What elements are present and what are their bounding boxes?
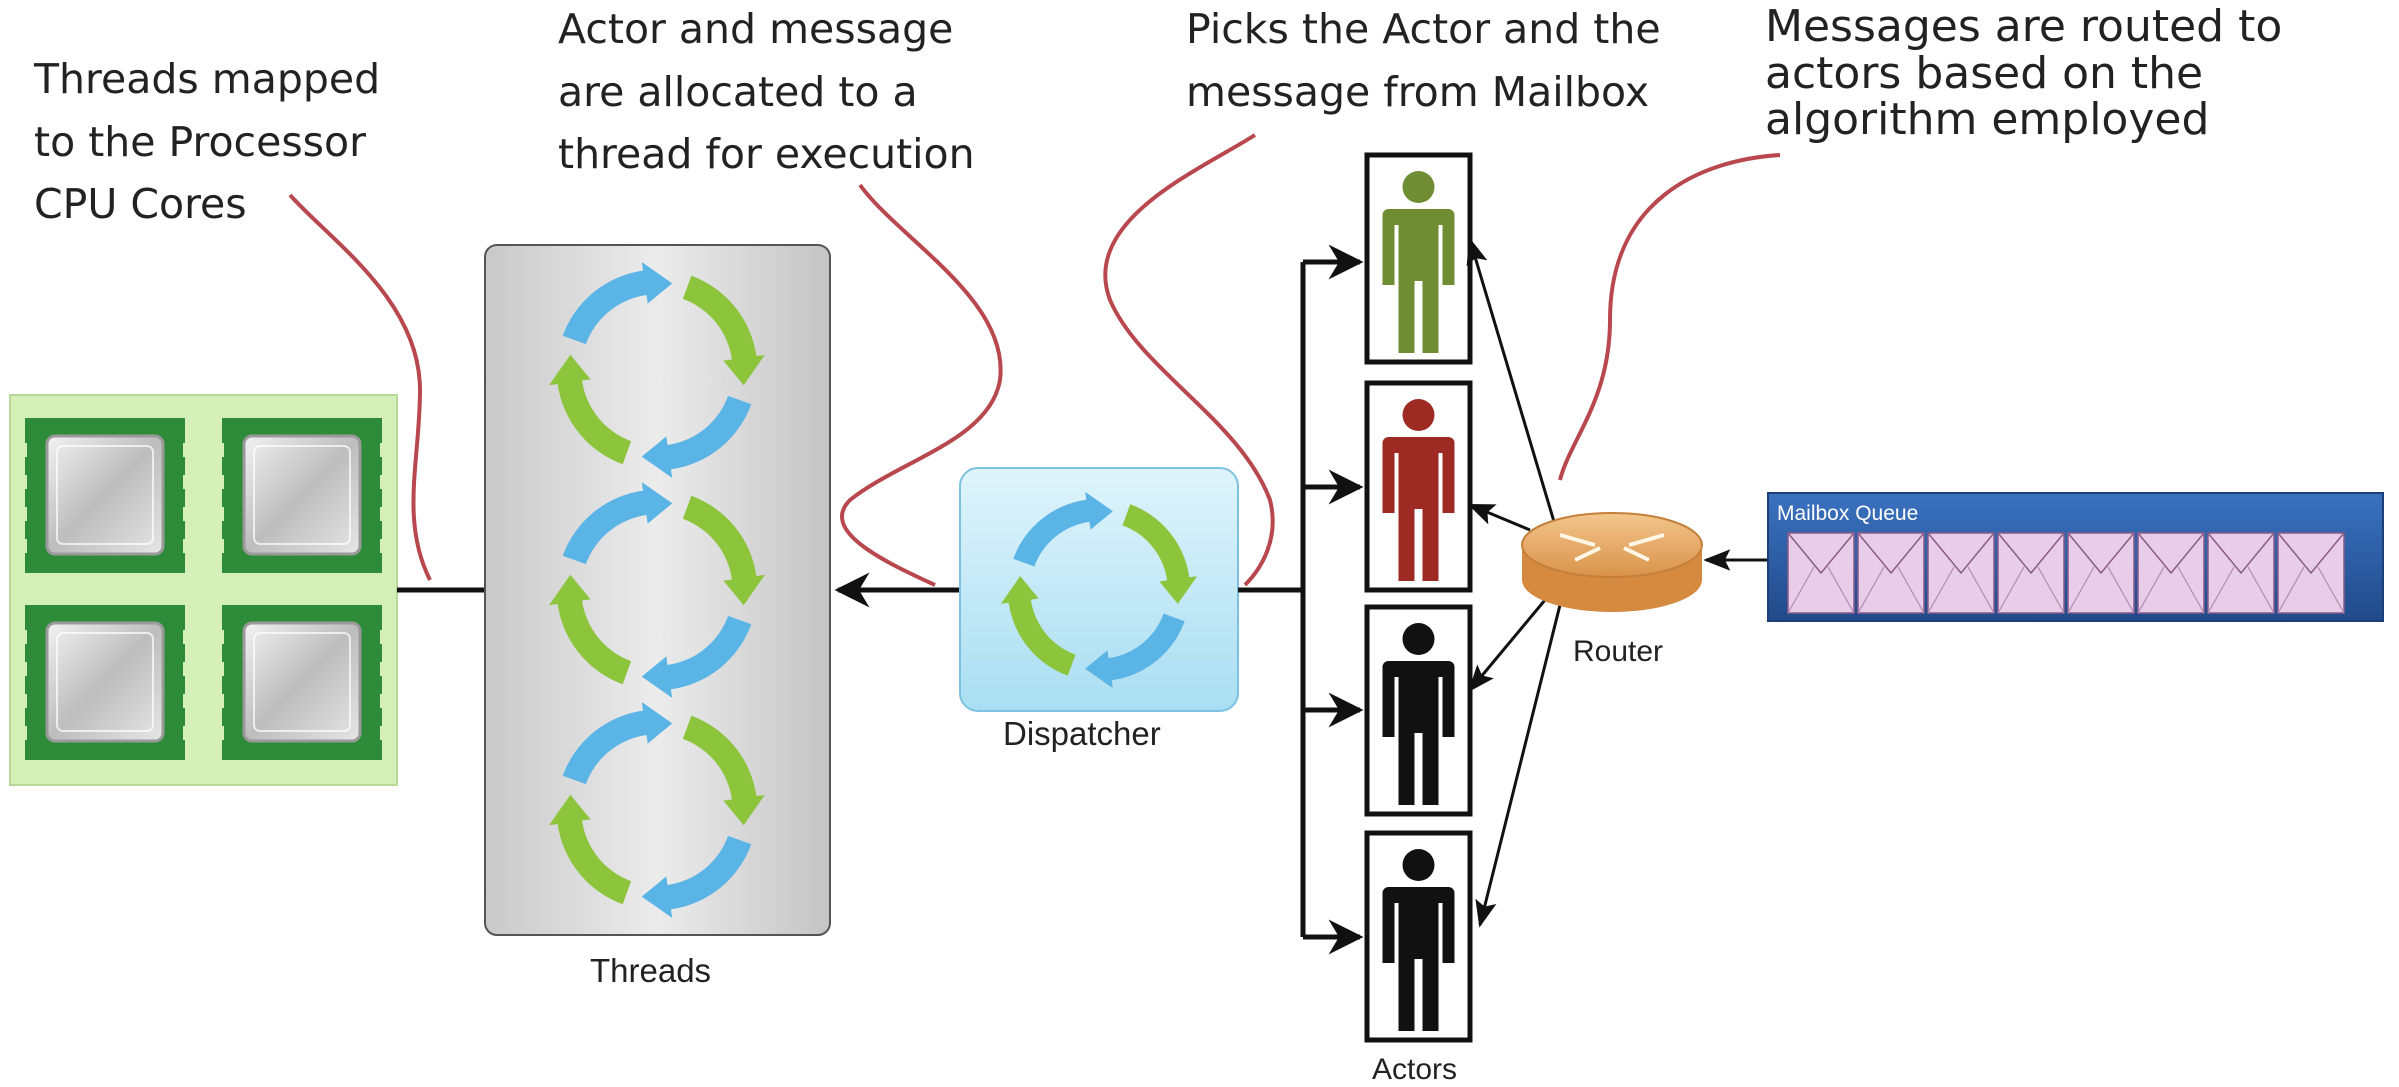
cycle-arrow-segment [549,574,632,685]
cycle-arrow-segment [682,495,765,606]
cycle-arrow-segment [641,835,752,918]
curve-threads-mapped [288,193,432,581]
cycle-arrow-segment [1122,504,1198,604]
cycle-arrow-segment [1085,613,1185,689]
annotation-threads-mapped: Threads mapped to the Processor CPU Core… [34,55,381,229]
cpu-chip-icon [216,418,388,573]
cycle-arrow-segment [562,702,673,785]
cycle-arrow-segment [682,275,765,386]
actor-figure [1364,380,1473,593]
cycle-arrow-segment [641,395,752,478]
envelope-icon [1857,532,1925,614]
mailbox-queue [1767,492,2384,622]
thread-cycle-icon [549,702,765,918]
cpu-chip-icon [216,605,388,760]
dispatcher-box [959,467,1239,712]
dispatcher-actor-connectors [1238,244,1364,955]
dispatcher-cycle-icon [1000,491,1198,689]
router-to-actor-arrows [1466,237,1562,928]
cycle-arrow-segment [549,794,632,905]
cpu-cores-board [9,394,398,786]
router-label: Router [1573,635,1664,668]
cycle-arrow-segment [682,715,765,826]
thread-cycle-icon [549,482,765,698]
annotation-curves [288,133,1781,587]
cpu-chip-icon [19,605,191,760]
actor-figure [1364,830,1473,1043]
envelope-icon [1997,532,2065,614]
cycle-arrow-segment [1013,491,1113,567]
curve-actor-allocated [840,183,1003,587]
mailbox-queue-title: Mailbox Queue [1777,502,1919,525]
annotation-messages-routed: Messages are routed to actors based on t… [1765,1,2283,146]
curve-picks-actor [1103,133,1275,587]
cycle-arrow-segment [1000,576,1076,676]
actors-label: Actors [1372,1053,1458,1086]
threads-label: Threads [590,952,712,989]
envelope-icon [1787,532,1855,614]
threads-panel [484,244,831,936]
thread-cycle-icon [549,262,765,478]
cycle-arrow-segment [641,615,752,698]
cycle-arrow-segment [562,262,673,345]
envelope-icon [2277,532,2345,614]
curve-messages-routed [1558,153,1781,481]
cycle-arrow-segment [562,482,673,565]
dispatcher-label: Dispatcher [1003,715,1161,752]
annotation-picks-actor: Picks the Actor and the message from Mai… [1186,5,1661,116]
router-icon [1521,512,1703,612]
actor-figure [1364,604,1473,817]
envelope-icon [2067,532,2135,614]
cpu-chip-icon [19,418,191,573]
envelope-icon [2207,532,2275,614]
actor-figure [1364,152,1473,365]
cycle-arrow-segment [549,354,632,465]
envelope-icon [2137,532,2205,614]
actors-column [1364,152,1473,1043]
annotation-actor-allocated: Actor and message are allocated to a thr… [558,5,975,179]
envelope-icon [1927,532,1995,614]
